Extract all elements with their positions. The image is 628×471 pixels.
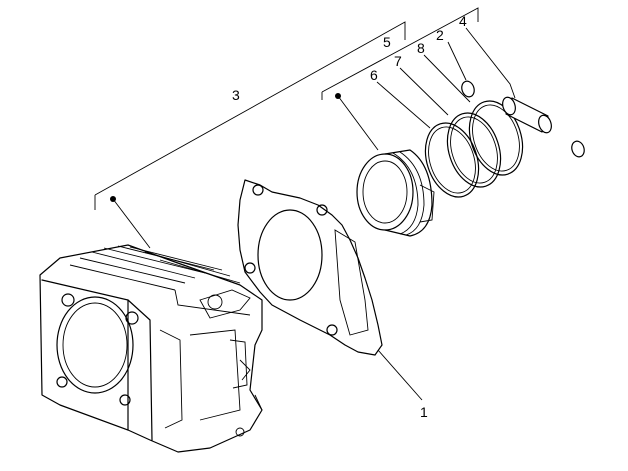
leader-4 (465, 27, 516, 99)
callout-6: 6 (370, 67, 378, 83)
piston-pin (502, 96, 552, 134)
callout-7: 7 (394, 53, 402, 69)
piston-ring-6 (424, 122, 480, 198)
callout-2: 2 (436, 27, 444, 43)
cylinder (39, 244, 263, 453)
leader-5-to-piston (337, 95, 379, 151)
piston-ring-7 (446, 112, 502, 188)
piston (356, 149, 435, 237)
callout-1: 1 (420, 404, 428, 420)
base-gasket (237, 179, 383, 356)
bracket-5 (321, 7, 479, 93)
leader-8 (423, 54, 471, 103)
circlip-upper (461, 80, 475, 98)
circlip-lower (571, 140, 585, 158)
bracket-3 (94, 21, 406, 196)
callout-5: 5 (383, 34, 391, 50)
leader-1 (377, 349, 423, 401)
leader-3-to-cylinder (112, 198, 151, 249)
callout-8: 8 (417, 40, 425, 56)
callout-4: 4 (459, 13, 467, 29)
leader-2 (447, 41, 467, 81)
leader-6 (376, 81, 431, 129)
piston-ring-8 (468, 100, 524, 176)
callout-3: 3 (232, 87, 240, 103)
leader-7 (399, 67, 449, 116)
